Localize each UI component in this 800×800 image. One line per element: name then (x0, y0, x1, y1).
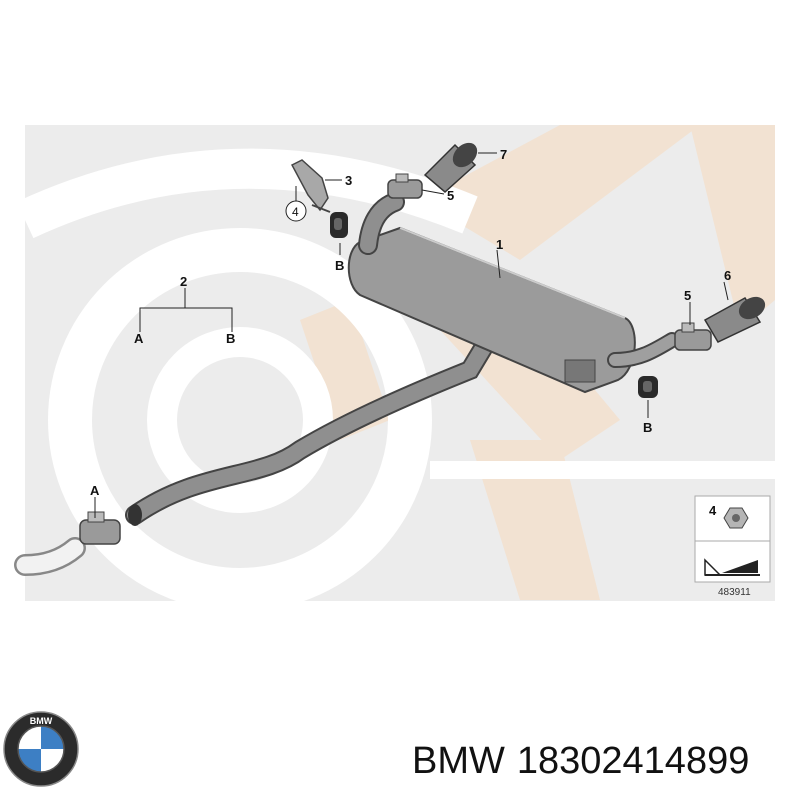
callout-7: 7 (500, 147, 507, 162)
center-pipe (125, 335, 495, 526)
callout-a-bracket: A (134, 331, 144, 346)
footer-part-number: 18302414899 (516, 740, 750, 782)
callout-1: 1 (496, 237, 503, 252)
leader-lines (94, 152, 729, 518)
callout-4: 4 (292, 205, 299, 219)
callout-2: 2 (180, 274, 187, 289)
rear-muffler (347, 192, 680, 394)
clamp-right (674, 322, 712, 351)
callout-b-lower: B (643, 420, 652, 435)
callout-4-circle (285, 200, 307, 222)
callout-5-right: 5 (684, 288, 691, 303)
rubber-mount-lower (638, 376, 658, 398)
tailpipe-upper (423, 142, 478, 193)
callout-5-upper: 5 (447, 188, 454, 203)
clamp-upper (387, 173, 423, 199)
callout-labels: 1 2 3 4 5 5 6 7 A B A B B (90, 147, 731, 498)
legend-item-number: 4 (709, 503, 717, 518)
callout-6: 6 (724, 268, 731, 283)
tailpipe-right (703, 296, 766, 343)
footer-part-title: BMW 18302414899 (412, 740, 749, 783)
inlet-pipe (14, 537, 86, 576)
bmw-logo-icon: BMW (3, 711, 79, 787)
callout-a-clamp: A (90, 483, 100, 498)
hex-nut-icon (723, 507, 749, 529)
rubber-mount-upper (330, 212, 348, 238)
footer-brand-name: BMW (412, 740, 505, 782)
callout-3: 3 (345, 173, 352, 188)
legend-box: 4 483911 (694, 495, 771, 598)
bmw-logo-letters: BMW (30, 716, 53, 726)
wedge-arrow-icon (704, 558, 760, 576)
clamp-a-left (79, 511, 121, 545)
reference-code: 483911 (718, 587, 751, 598)
hanger-bracket (290, 159, 331, 213)
callout-b-upper: B (335, 258, 344, 273)
callout-b-bracket: B (226, 331, 235, 346)
